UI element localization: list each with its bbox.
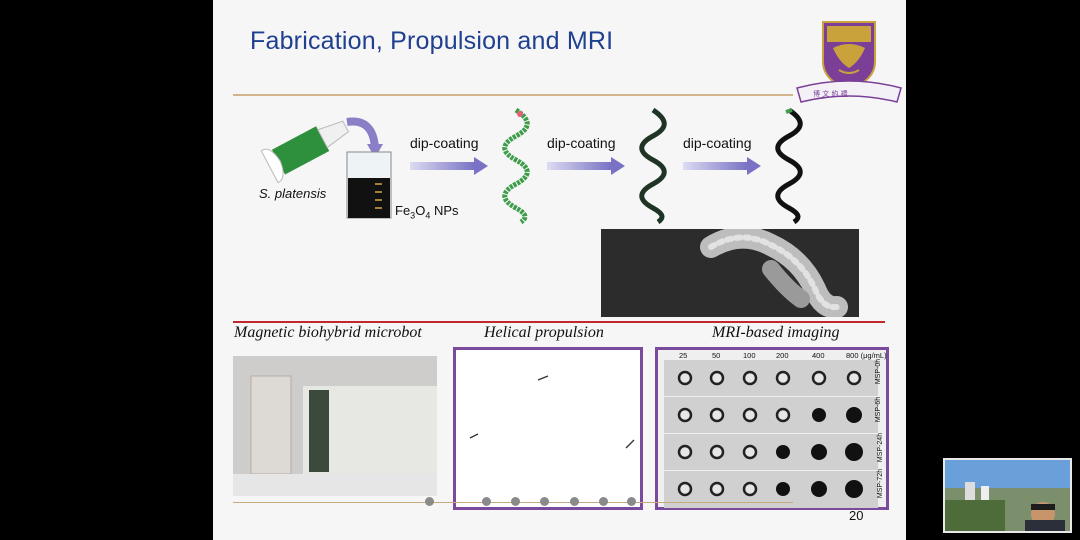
- slide-nav-dot[interactable]: [511, 497, 520, 506]
- helix-fully-coated: [775, 107, 803, 224]
- mri-conc-0: 25: [679, 351, 688, 360]
- microbot-vial-photo: [233, 356, 437, 496]
- slide-nav-dot[interactable]: [425, 497, 434, 506]
- step-1-arrow: [410, 157, 488, 175]
- mri-row-0: [664, 360, 878, 396]
- slide-page-number: 20: [849, 508, 864, 523]
- mri-conc-5: 800 (μg/mL): [846, 351, 887, 360]
- section-heading-microbot: Magnetic biohybrid microbot: [234, 324, 422, 341]
- mri-conc-1: 50: [712, 351, 721, 360]
- slide-nav-dot[interactable]: [570, 497, 579, 506]
- step-2-label: dip-coating: [547, 135, 616, 151]
- slide-title: Fabrication, Propulsion and MRI: [250, 27, 614, 55]
- propulsion-trajectory-panel: [453, 347, 643, 510]
- flask-pouring-illustration: [260, 117, 392, 219]
- mri-conc-2: 100: [743, 351, 756, 360]
- slide-nav-dot[interactable]: [482, 497, 491, 506]
- mri-row-label-2: MSP-24h: [877, 432, 885, 463]
- step-1-label: dip-coating: [410, 135, 479, 151]
- helix-green: [502, 107, 530, 224]
- mri-row-label-3: MSP-72h: [877, 468, 885, 499]
- section-divider: [233, 321, 885, 323]
- presentation-slide: Fabrication, Propulsion and MRI 博 文 約 禮 …: [213, 0, 906, 540]
- slide-nav-dot[interactable]: [627, 497, 636, 506]
- sem-micrograph: [601, 229, 859, 317]
- mri-row-label-1: MSP-6h: [875, 396, 883, 423]
- mri-grid: [664, 360, 878, 508]
- svg-text:博 文 約 禮: 博 文 約 禮: [813, 89, 848, 98]
- slide-nav-dot[interactable]: [599, 497, 608, 506]
- step-3-label: dip-coating: [683, 135, 752, 151]
- nanoparticle-label: Fe3O4 NPs: [395, 203, 459, 221]
- slide-nav-dot[interactable]: [540, 497, 549, 506]
- helix-partial-coated: [639, 107, 667, 224]
- step-2-arrow: [547, 157, 625, 175]
- mri-row-label-0: MSP-0h: [875, 358, 883, 385]
- section-heading-mri: MRI-based imaging: [712, 324, 840, 341]
- mri-conc-3: 200: [776, 351, 789, 360]
- organism-label: S. platensis: [259, 186, 327, 201]
- title-divider: [233, 94, 793, 96]
- mri-row-labels: MSP-0h MSP-6h MSP-24h MSP-72h: [866, 358, 886, 507]
- mri-conc-4: 400: [812, 351, 825, 360]
- mri-imaging-panel: 25 50 100 200 400 800 (μg/mL): [655, 347, 889, 510]
- university-crest-logo: 博 文 約 禮: [796, 21, 902, 103]
- presenter-video-thumbnail[interactable]: [943, 458, 1072, 533]
- step-3-arrow: [683, 157, 761, 175]
- section-heading-propulsion: Helical propulsion: [484, 324, 604, 341]
